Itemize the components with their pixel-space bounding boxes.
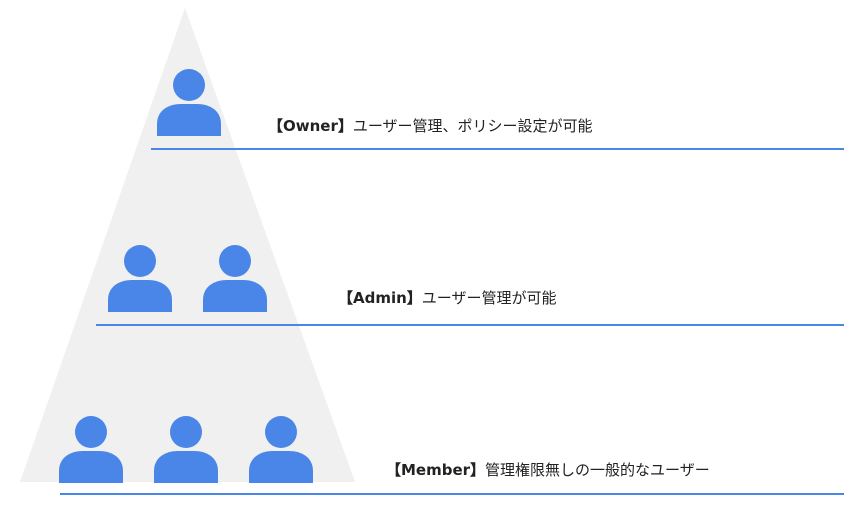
admin-underline [96, 324, 844, 326]
member-role: 【Member】 [386, 461, 486, 479]
member-label: 【Member】管理権限無しの一般的なユーザー [386, 460, 710, 480]
owner-underline [151, 148, 844, 150]
admin-person-icon [108, 244, 172, 312]
admin-role: 【Admin】 [338, 289, 422, 307]
owner-role: 【Owner】 [268, 117, 353, 135]
member-underline [60, 493, 844, 495]
admin-person-icon [203, 244, 267, 312]
admin-description: ユーザー管理が可能 [421, 289, 557, 307]
admin-label: 【Admin】ユーザー管理が可能 [338, 288, 557, 308]
owner-label: 【Owner】ユーザー管理、ポリシー設定が可能 [268, 116, 593, 136]
member-person-icon [59, 415, 123, 483]
owner-description: ユーザー管理、ポリシー設定が可能 [352, 117, 593, 135]
member-person-icon [154, 415, 218, 483]
owner-person-icon [157, 68, 221, 136]
member-description: 管理権限無しの一般的なユーザー [485, 461, 710, 479]
member-person-icon [249, 415, 313, 483]
